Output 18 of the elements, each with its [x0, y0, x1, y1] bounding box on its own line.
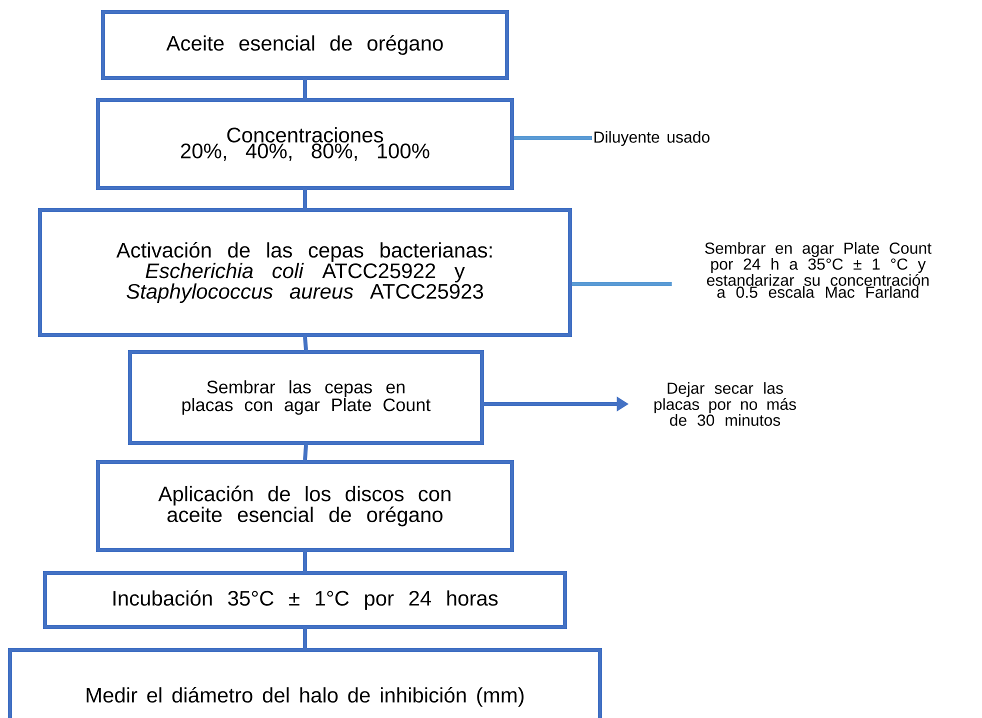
process-box: Concentraciones 20%, 40%, 80%, 100% [96, 98, 514, 190]
process-box: Medir el diámetro del halo de inhibición (mm) [8, 648, 602, 718]
note-text: Sembrar en agar Plate Count por 24 h a 35°C ± 1 °C y estandarizar su concentración a 0.5 escala Mac Farland [705, 242, 932, 298]
connector-line [514, 136, 592, 140]
connector-line [303, 552, 307, 571]
connector-line [303, 444, 308, 460]
connector-line [303, 629, 307, 650]
connector-line [572, 282, 672, 286]
process-box: Activación de las cepas bacterianas: Escherichia coli ATCC25922 y Staphylococcus aureus ATCC25923 [38, 208, 572, 337]
process-box: Incubación 35°C ± 1°C por 24 horas [43, 571, 567, 629]
note-text: Dejar secar las placas por no más de 30 minutos [654, 382, 796, 426]
process-box: Aplicación de los discos con aceite esencial de orégano [96, 460, 514, 552]
connector-line [303, 190, 307, 208]
connector-line [303, 80, 307, 98]
connector-line [303, 336, 308, 350]
process-box: Aceite esencial de orégano [101, 10, 509, 80]
note-text: Diluyente usado [594, 131, 710, 146]
process-box: Sembrar las cepas en placas con agar Plate Count [128, 350, 484, 445]
